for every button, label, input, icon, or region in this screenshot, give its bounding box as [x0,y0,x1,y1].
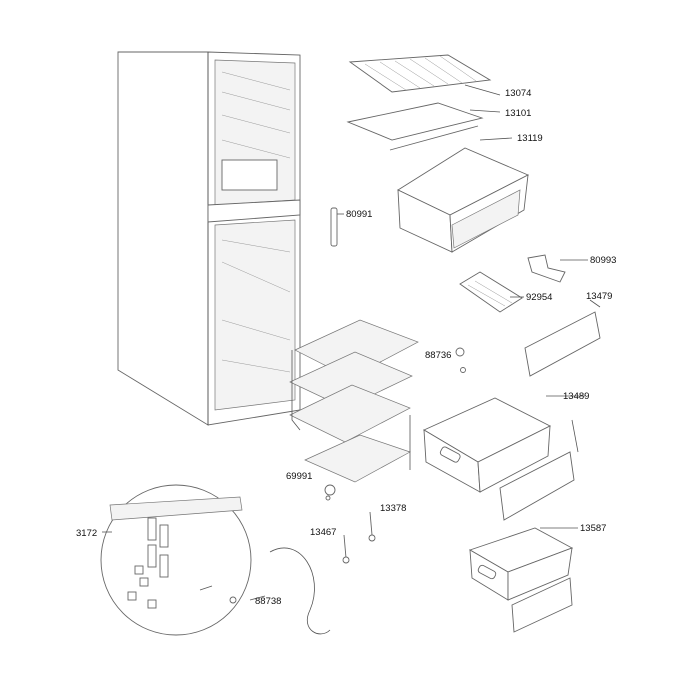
label-3172: 3172 [76,528,98,539]
label-13378: 13378 [380,503,407,514]
part-3172-hinge-kit [100,484,252,636]
label-88738: 88738 [255,596,282,607]
label-13119: 13119 [517,133,543,144]
label-13467: 13467 [310,527,337,538]
part-69991-fitting [324,484,336,501]
part-13479-front-panel [524,299,601,377]
label-13489: 13489 [563,391,590,402]
part-88736-clip [455,347,466,373]
part-88738-cable [249,547,331,635]
part-13489-freezer-drawer [423,395,585,521]
part-13467-rod [342,534,350,564]
part-13101-glass-shelf [346,102,501,151]
part-13074-wire-shelf [348,54,501,96]
label-13587: 13587 [580,523,607,534]
label-13479: 13479 [586,291,613,302]
part-80991-sensor [330,207,344,247]
part-13587-lower-drawer [468,527,578,633]
evaporator-shelves [289,319,419,483]
part-80993-scraper [527,254,588,283]
label-80993: 80993 [590,255,617,266]
label-80991: 80991 [346,209,373,220]
part-13378-rod [368,511,376,542]
label-13074: 13074 [505,88,532,99]
label-69991: 69991 [286,471,313,482]
cabinet-body [117,51,301,426]
label-88736: 88736 [425,350,452,361]
label-92954: 92954 [526,292,553,303]
label-13101: 13101 [505,108,532,119]
part-92954-ice-tray [459,271,524,313]
part-13119-drawer [397,137,530,253]
